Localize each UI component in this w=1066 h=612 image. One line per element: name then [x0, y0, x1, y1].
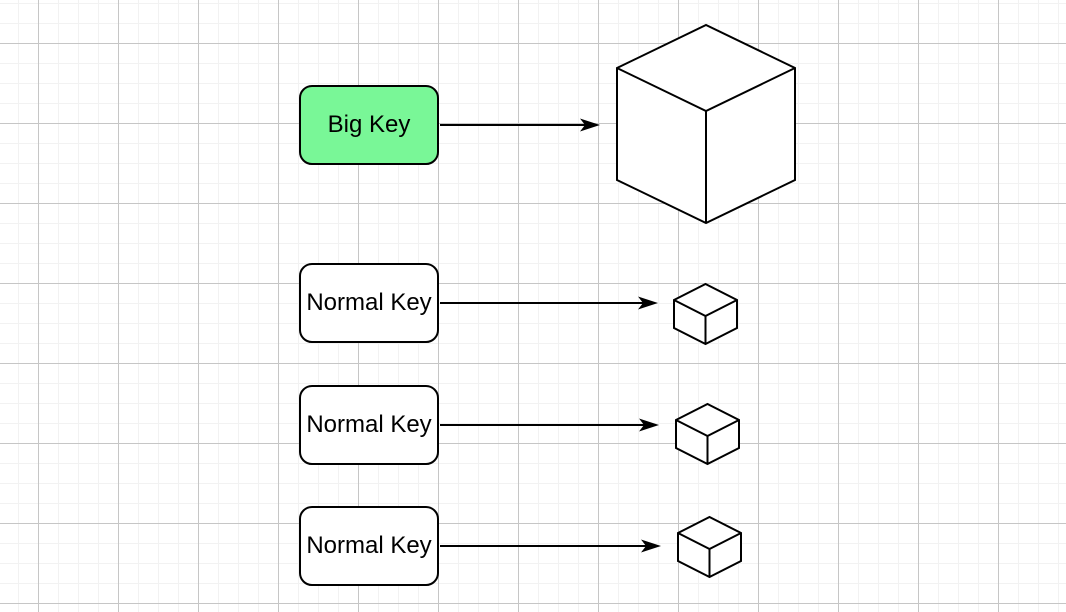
- arrow-normal-key-1-to-cube[interactable]: [440, 296, 658, 310]
- cube-inner-edges: [616, 67, 796, 223]
- normal-key-2-node[interactable]: Normal Key: [299, 385, 439, 465]
- small-cube-1[interactable]: [673, 282, 738, 346]
- small-cube-3[interactable]: [677, 515, 742, 579]
- small-cube-2[interactable]: [675, 402, 740, 466]
- cube-outline: [675, 402, 740, 466]
- node-label: Big Key: [327, 111, 411, 138]
- arrow-head-icon: [580, 118, 600, 132]
- arrow-head-icon: [639, 418, 659, 432]
- node-label: Normal Key: [306, 532, 432, 559]
- arrow-normal-key-2-to-cube[interactable]: [440, 418, 659, 432]
- big-key-node[interactable]: Big Key: [299, 85, 439, 165]
- cube-outline: [673, 282, 738, 346]
- node-label: Normal Key: [306, 289, 432, 316]
- cube-inner-edges: [677, 532, 742, 577]
- arrow-normal-key-3-to-cube[interactable]: [440, 539, 661, 553]
- arrow-big-key-to-big-cube[interactable]: [440, 118, 600, 132]
- normal-key-1-node[interactable]: Normal Key: [299, 263, 439, 343]
- cube-inner-edges: [673, 299, 738, 344]
- cube-outline: [677, 515, 742, 579]
- node-label: Normal Key: [306, 411, 432, 438]
- big-cube[interactable]: [616, 23, 796, 225]
- arrow-head-icon: [638, 296, 658, 310]
- cube-inner-edges: [675, 419, 740, 464]
- normal-key-3-node[interactable]: Normal Key: [299, 506, 439, 586]
- arrow-head-icon: [641, 539, 661, 553]
